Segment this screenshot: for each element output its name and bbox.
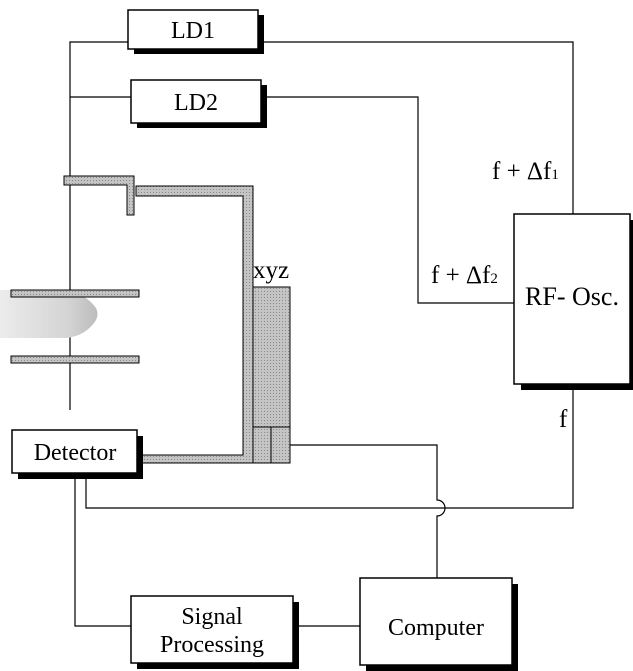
wire-left-bus bbox=[69, 41, 128, 410]
xyz-stage-upper bbox=[252, 286, 291, 428]
freq-label-1: f + Δf1 bbox=[492, 158, 559, 185]
wire-ld1-rf bbox=[261, 41, 574, 215]
xyz-label: xyz bbox=[253, 257, 289, 284]
wire-detector-signal bbox=[74, 475, 131, 627]
detector-block[interactable]: Detector bbox=[11, 429, 143, 479]
ld2-label: LD2 bbox=[174, 90, 218, 116]
computer-block[interactable]: Computer bbox=[359, 577, 518, 671]
xyz-stage bbox=[252, 286, 291, 464]
probe-arm bbox=[63, 175, 135, 216]
signal-processing-label-line2: Processing bbox=[160, 632, 264, 658]
freq-label-2: f + Δf2 bbox=[431, 262, 498, 289]
wires bbox=[69, 41, 574, 627]
signal-processing-label-line1: Signal bbox=[181, 604, 243, 630]
sample-holder bbox=[0, 289, 140, 364]
freq-label-2-base: f + Δf bbox=[431, 262, 491, 289]
rf-oscillator-label: RF- Osc. bbox=[525, 282, 619, 311]
wire-ld2-rf bbox=[264, 96, 515, 304]
rf-oscillator-block[interactable]: RF- Osc. bbox=[513, 213, 633, 390]
computer-label: Computer bbox=[388, 615, 484, 641]
freq-label-1-base: f + Δf bbox=[492, 158, 552, 185]
detector-label: Detector bbox=[34, 440, 117, 466]
ld1-block[interactable]: LD1 bbox=[127, 9, 264, 54]
freq-label-f: f bbox=[559, 406, 568, 433]
freq-label-1-sub: 1 bbox=[551, 167, 559, 183]
ld1-label: LD1 bbox=[171, 18, 215, 44]
sample-tip bbox=[0, 290, 98, 338]
ld2-block[interactable]: LD2 bbox=[130, 79, 267, 128]
wire-stage-computer bbox=[290, 444, 446, 578]
wire-detector-rf bbox=[85, 385, 574, 509]
holder-plate-bottom bbox=[10, 355, 140, 364]
cantilever-arm bbox=[135, 185, 254, 464]
freq-label-2-sub: 2 bbox=[490, 271, 498, 287]
signal-processing-block[interactable]: Signal Processing bbox=[130, 595, 299, 669]
holder-plate-top bbox=[10, 289, 140, 298]
